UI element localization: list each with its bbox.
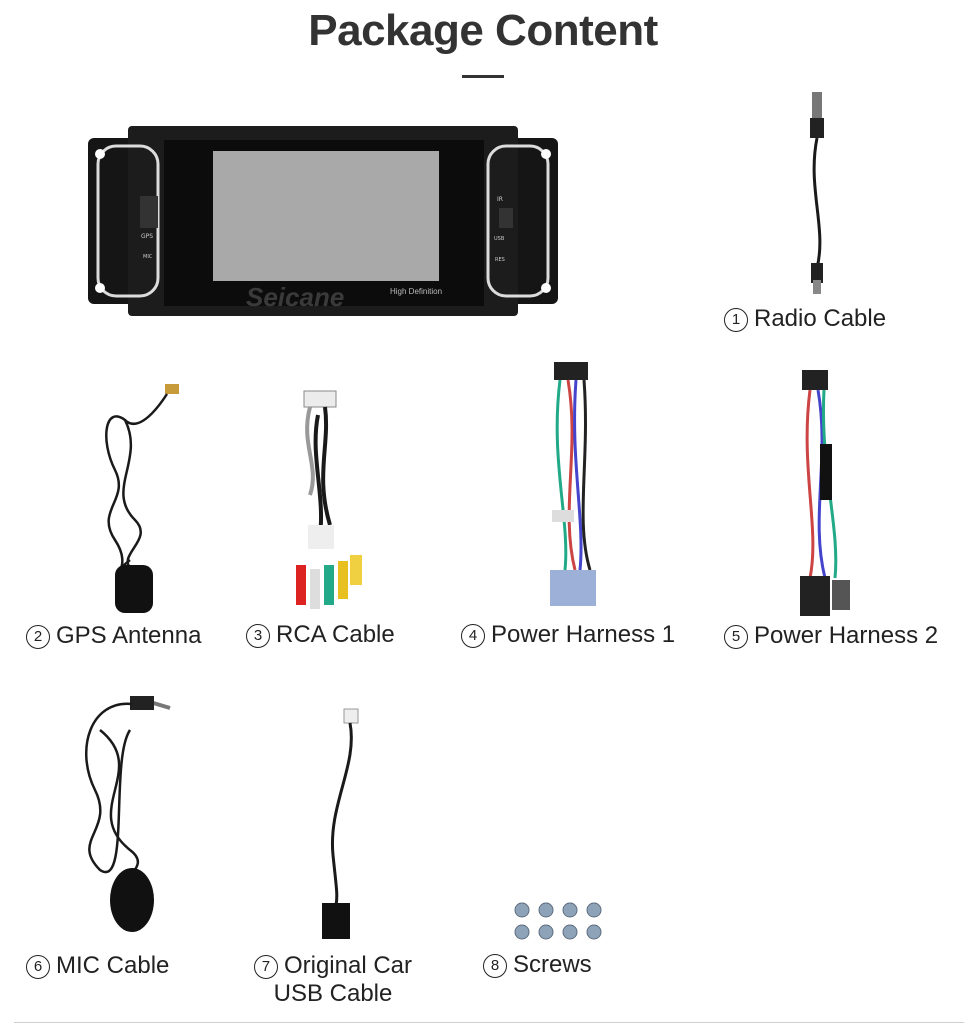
- head-unit-ir-label: IR: [497, 196, 503, 203]
- power-harness-1-image: [550, 362, 596, 606]
- caption-label-6: MIC Cable: [56, 952, 170, 979]
- screws-image: [514, 902, 602, 940]
- caption-number-6: 6: [26, 955, 50, 979]
- power-harness-2-image: [800, 370, 850, 616]
- bottom-divider: [14, 1022, 964, 1023]
- caption-label-7a: Original Car: [283, 952, 413, 979]
- head-unit-usb-label: USB: [494, 236, 505, 242]
- rca-cable-image: [296, 390, 362, 609]
- caption-number-4: 4: [461, 624, 485, 648]
- head-unit-image: Seicane High Definition GPS MIC IR USB R…: [88, 126, 558, 316]
- caption-label-5: Power Harness 2: [754, 622, 939, 649]
- usb-cable-image: [322, 708, 359, 939]
- gps-antenna-image: [105, 384, 179, 613]
- head-unit-mic-label: MIC: [143, 254, 153, 260]
- head-unit-gps-label: GPS: [141, 233, 153, 240]
- caption-number-8: 8: [483, 954, 507, 978]
- caption-label-8: Screws: [513, 951, 592, 978]
- mic-cable-image: [85, 696, 171, 932]
- caption-number-2: 2: [26, 625, 50, 649]
- caption-number-7: 7: [253, 955, 278, 979]
- caption-label-1: Radio Cable: [754, 305, 887, 332]
- head-unit-brand: Seicane: [246, 282, 344, 312]
- caption-number-5: 5: [724, 625, 748, 649]
- head-unit-screen-label: High Definition: [390, 287, 442, 296]
- caption-number-1: 1: [724, 308, 748, 332]
- caption-label-7b: USB Cable: [273, 980, 393, 1007]
- radio-cable-image: [810, 92, 824, 294]
- title-underline: [462, 75, 504, 78]
- caption-label-4: Power Harness 1: [491, 621, 676, 648]
- caption-number-3: 3: [246, 624, 270, 648]
- page-title: Package Content: [308, 6, 658, 55]
- head-unit-res-label: RES: [495, 257, 505, 263]
- caption-label-2: GPS Antenna: [56, 622, 202, 649]
- caption-label-3: RCA Cable: [276, 621, 395, 648]
